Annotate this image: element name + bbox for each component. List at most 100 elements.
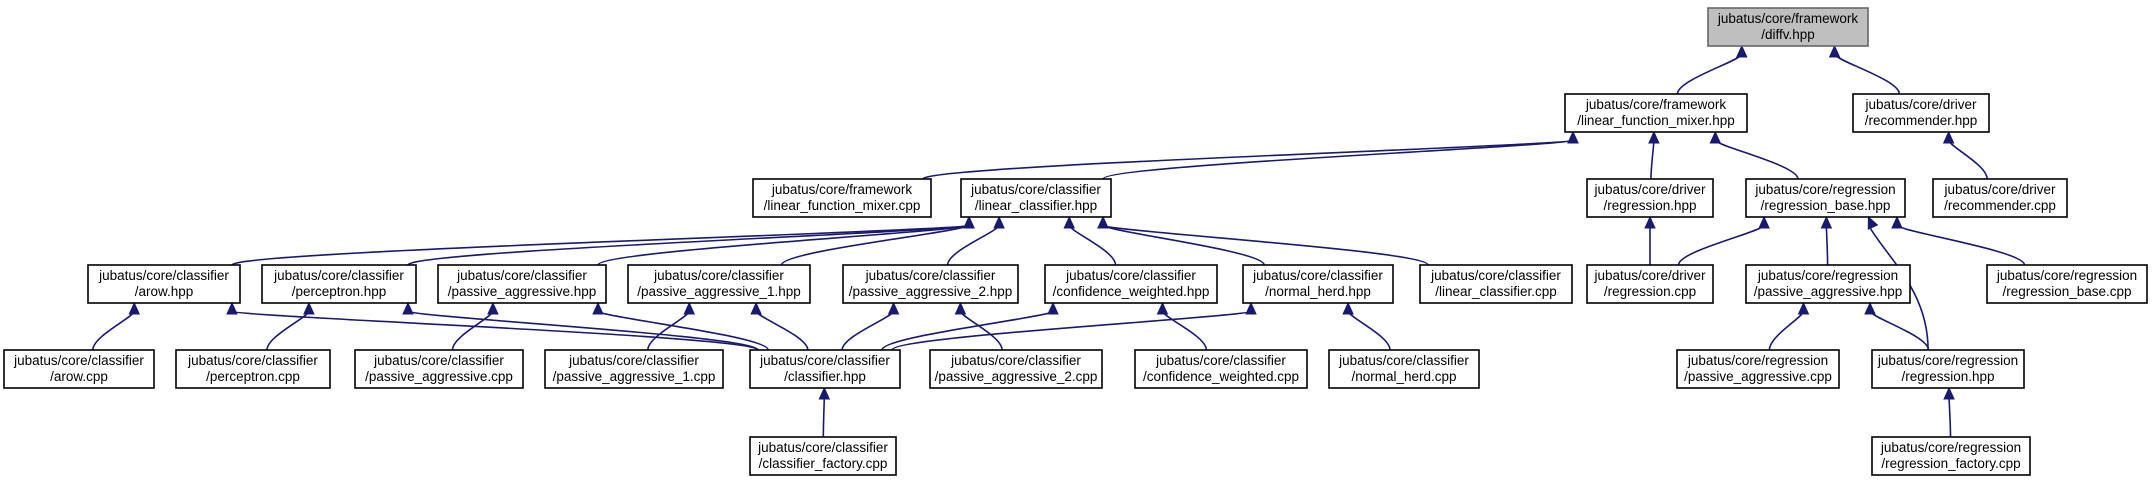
node-label-path: jubatus/core/classifier bbox=[865, 268, 996, 283]
node-label-file: /recommender.hpp bbox=[1865, 113, 1978, 128]
node-cw-hpp[interactable]: jubatus/core/classifier/confidence_weigh… bbox=[1044, 264, 1218, 304]
arrowhead bbox=[592, 301, 604, 315]
arrowhead bbox=[1156, 301, 1169, 315]
edge-clf_hpp-to-cw_hpp bbox=[881, 301, 1059, 351]
edge-layer bbox=[92, 44, 2026, 438]
node-box bbox=[1707, 7, 1869, 47]
node-label-file: /regression.cpp bbox=[1604, 284, 1696, 299]
node-reg-pa-cpp[interactable]: jubatus/core/regression/passive_aggressi… bbox=[1676, 349, 1840, 389]
node-box bbox=[1564, 93, 1748, 133]
node-pa2-cpp[interactable]: jubatus/core/classifier/passive_aggressi… bbox=[929, 349, 1103, 389]
edge-line bbox=[1068, 224, 1117, 266]
node-drv-reg-cpp[interactable]: jubatus/core/driver/regression.cpp bbox=[1586, 264, 1714, 304]
node-reg-fac-cpp[interactable]: jubatus/core/regression/regression_facto… bbox=[1871, 436, 2031, 476]
node-perc-hpp[interactable]: jubatus/core/classifier/perceptron.hpp bbox=[261, 264, 417, 304]
node-box bbox=[1586, 178, 1714, 218]
node-box bbox=[1852, 93, 1990, 133]
edge-reg_hpp-to-reg_pa_hpp bbox=[1864, 301, 1930, 351]
node-box bbox=[1134, 349, 1308, 389]
node-label-path: jubatus/core/classifier bbox=[1430, 268, 1561, 283]
node-lc-hpp[interactable]: jubatus/core/classifier/linear_classifie… bbox=[960, 178, 1112, 218]
node-box bbox=[1328, 349, 1480, 389]
edge-reg_pa_hpp-to-reg_base_hpp bbox=[1820, 215, 1833, 266]
arrowhead bbox=[1648, 130, 1660, 144]
edge-line bbox=[1833, 53, 1901, 95]
node-drv-rec-cpp[interactable]: jubatus/core/driver/recommender.cpp bbox=[1932, 178, 2068, 218]
node-label-file: /passive_aggressive.cpp bbox=[1684, 369, 1832, 384]
edge-reg_base_hpp-to-lfm_hpp bbox=[1709, 130, 1799, 180]
node-pa-hpp[interactable]: jubatus/core/classifier/passive_aggressi… bbox=[437, 264, 607, 304]
edge-clf_fac_cpp-to-clf_hpp bbox=[818, 386, 831, 438]
edge-clf_hpp-to-perc_hpp bbox=[402, 301, 759, 351]
node-cw-cpp[interactable]: jubatus/core/classifier/confidence_weigh… bbox=[1134, 349, 1308, 389]
edge-line bbox=[407, 224, 970, 266]
arrowhead bbox=[818, 386, 831, 400]
arrowhead bbox=[303, 301, 315, 315]
edge-lfm_cpp-to-lfm_hpp bbox=[922, 130, 1579, 180]
node-label-file: /confidence_weighted.hpp bbox=[1053, 284, 1210, 299]
arrowhead bbox=[1736, 44, 1748, 58]
node-box bbox=[1871, 349, 2025, 389]
node-box bbox=[960, 178, 1112, 218]
node-arow-cpp[interactable]: jubatus/core/classifier/arow.cpp bbox=[3, 349, 155, 389]
edge-line bbox=[891, 310, 1252, 351]
node-clf-fac-cpp[interactable]: jubatus/core/classifier/classifier_facto… bbox=[749, 436, 897, 476]
arrowhead bbox=[750, 301, 762, 315]
node-label-path: jubatus/core/driver bbox=[1864, 97, 1977, 112]
node-box bbox=[261, 264, 417, 304]
node-pa2-hpp[interactable]: jubatus/core/classifier/passive_aggressi… bbox=[842, 264, 1019, 304]
node-arow-hpp[interactable]: jubatus/core/classifier/arow.hpp bbox=[87, 264, 241, 304]
node-nh-cpp[interactable]: jubatus/core/classifier/normal_herd.cpp bbox=[1328, 349, 1480, 389]
edge-line bbox=[647, 310, 691, 351]
node-box bbox=[1586, 264, 1714, 304]
node-label-path: jubatus/core/classifier bbox=[187, 353, 318, 368]
node-lfm-cpp[interactable]: jubatus/core/framework/linear_function_m… bbox=[752, 178, 932, 218]
node-pa-cpp[interactable]: jubatus/core/classifier/passive_aggressi… bbox=[354, 349, 524, 389]
edge-pa_hpp-to-lc_hpp bbox=[597, 215, 975, 266]
node-nh-hpp[interactable]: jubatus/core/classifier/normal_herd.hpp bbox=[1242, 264, 1394, 304]
edge-clf_hpp-to-pa2_hpp bbox=[841, 301, 900, 351]
edge-lfm_hpp-to-diffv bbox=[1676, 44, 1748, 95]
node-reg-base-cpp[interactable]: jubatus/core/regression/regression_base.… bbox=[1986, 264, 2148, 304]
arrowhead bbox=[1820, 215, 1833, 229]
edge-clf_hpp-to-nh_hpp bbox=[891, 301, 1257, 351]
node-lc-cpp[interactable]: jubatus/core/classifier/linear_classifie… bbox=[1419, 264, 1573, 304]
arrowhead bbox=[226, 301, 238, 315]
node-label-path: jubatus/core/classifier bbox=[456, 268, 587, 283]
node-drv-reg-hpp[interactable]: jubatus/core/driver/regression.hpp bbox=[1586, 178, 1714, 218]
arrowhead bbox=[1342, 301, 1354, 315]
node-label-path: jubatus/core/classifier bbox=[1338, 353, 1469, 368]
node-label-path: jubatus/core/regression bbox=[1880, 440, 2021, 455]
edge-drv_reg_cpp-to-reg_base_hpp bbox=[1677, 215, 1770, 266]
node-label-path: jubatus/core/regression bbox=[1687, 353, 1828, 368]
edge-pa1_hpp-to-lc_hpp bbox=[780, 215, 975, 266]
edge-line bbox=[1102, 224, 1429, 266]
node-label-file: /perceptron.cpp bbox=[206, 369, 300, 384]
node-clf-hpp[interactable]: jubatus/core/classifier/classifier.hpp bbox=[749, 349, 901, 389]
node-perc-cpp[interactable]: jubatus/core/classifier/perceptron.cpp bbox=[175, 349, 331, 389]
node-reg-pa-hpp[interactable]: jubatus/core/regression/passive_aggressi… bbox=[1745, 264, 1911, 304]
node-label-file: /passive_aggressive_1.hpp bbox=[637, 284, 801, 299]
edge-arow_cpp-to-arow_hpp bbox=[92, 301, 141, 351]
node-lfm-hpp[interactable]: jubatus/core/framework/linear_function_m… bbox=[1564, 93, 1748, 133]
edge-drv_rec_cpp-to-drv_rec_hpp bbox=[1942, 130, 1988, 180]
node-label-file: /normal_herd.hpp bbox=[1265, 284, 1371, 299]
edge-line bbox=[1947, 139, 1988, 180]
node-box bbox=[437, 264, 607, 304]
arrowhead bbox=[1644, 215, 1656, 229]
edge-line bbox=[1714, 139, 1799, 180]
edge-line bbox=[231, 310, 759, 351]
edge-line bbox=[1896, 224, 2026, 266]
node-label-path: jubatus/core/classifier bbox=[1252, 268, 1383, 283]
edge-line bbox=[1650, 139, 1655, 180]
node-reg-hpp[interactable]: jubatus/core/regression/regression.hpp bbox=[1871, 349, 2025, 389]
node-pa1-cpp[interactable]: jubatus/core/classifier/passive_aggressi… bbox=[544, 349, 724, 389]
node-drv-rec-hpp[interactable]: jubatus/core/driver/recommender.hpp bbox=[1852, 93, 1990, 133]
edge-line bbox=[407, 310, 759, 351]
arrowhead bbox=[1797, 301, 1810, 315]
node-pa1-hpp[interactable]: jubatus/core/classifier/passive_aggressi… bbox=[627, 264, 811, 304]
edge-line bbox=[1102, 224, 1266, 266]
node-reg-base-hpp[interactable]: jubatus/core/regression/regression_base.… bbox=[1745, 178, 1906, 218]
node-diffv[interactable]: jubatus/core/framework/diffv.hpp bbox=[1707, 7, 1869, 47]
arrowhead bbox=[1867, 215, 1879, 230]
